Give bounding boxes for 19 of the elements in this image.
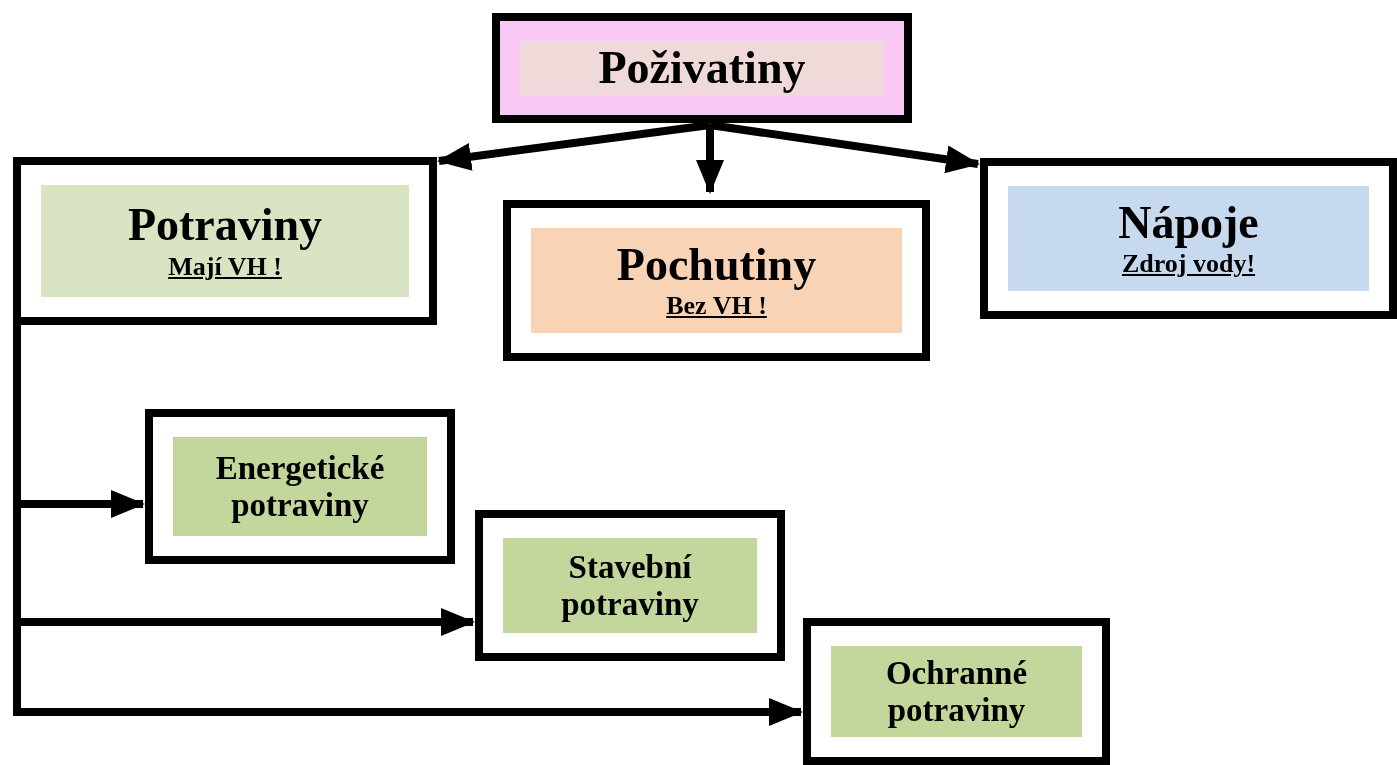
- category-box: [503, 200, 930, 361]
- category-title: Poživatiny: [597, 42, 807, 94]
- category-title: Energetické potraviny: [214, 450, 386, 523]
- category-box: [13, 157, 437, 325]
- category-title: Stavební potraviny: [560, 549, 700, 622]
- category-box: [492, 13, 912, 123]
- category-box: [980, 158, 1397, 319]
- category-note: Zdroj vody!: [1120, 248, 1257, 280]
- category-box: [145, 409, 455, 564]
- category-box: [475, 510, 785, 661]
- category-title: Nápoje: [1117, 197, 1260, 249]
- category-title: Ochranné potraviny: [884, 655, 1029, 728]
- arrow: [709, 121, 980, 174]
- category-title: Pochutiny: [615, 239, 818, 291]
- arrow: [437, 121, 711, 171]
- category-note: Bez VH !: [665, 290, 768, 322]
- category-box: [803, 618, 1110, 765]
- category-note: Mají VH !: [167, 250, 283, 282]
- category-title: Potraviny: [126, 200, 324, 251]
